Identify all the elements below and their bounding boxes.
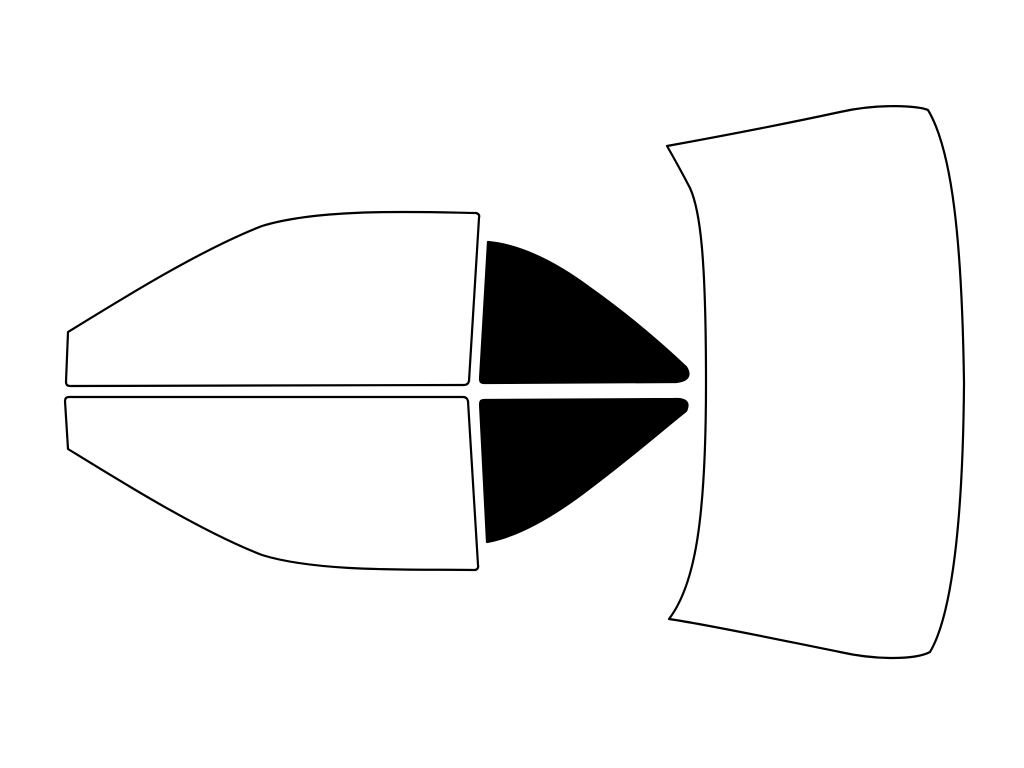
rear-windshield[interactable] (665, 105, 966, 660)
front-door-window-upper[interactable] (64, 210, 481, 388)
rear-quarter-window-upper[interactable] (478, 240, 690, 385)
rear-quarter-window-lower[interactable] (478, 397, 689, 544)
front-door-window-lower[interactable] (63, 395, 480, 572)
